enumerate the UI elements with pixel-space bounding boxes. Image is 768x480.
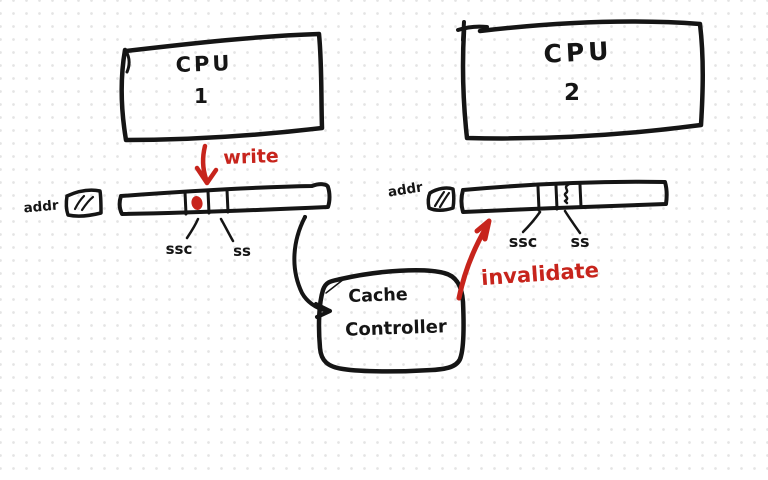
cpu1-box xyxy=(119,31,325,143)
cache1-ssc-label: ssc xyxy=(166,240,193,258)
write-arrow-icon xyxy=(194,143,219,186)
cpu2-title: CPU xyxy=(543,36,613,69)
cache1-ssc-pointer xyxy=(185,217,200,240)
cache2-invalid-mark xyxy=(563,182,571,205)
cache-controller-group: Cache Controller xyxy=(316,268,466,374)
cache1-divider-3 xyxy=(225,188,230,214)
cache-line-2-group: addr ssc ss xyxy=(387,179,669,251)
cache2-addr-box-hatched xyxy=(426,186,456,212)
cache1-addr-box-hatched xyxy=(64,188,103,218)
cache2-addr-hatch-icon xyxy=(433,190,451,209)
cache-line-1-group: addr ssc ss xyxy=(23,182,332,260)
cache1-divider-1 xyxy=(183,190,188,216)
invalidate-arrow-icon xyxy=(456,218,492,301)
cpu1-box-corner-tick xyxy=(124,49,131,74)
write-annotation: write xyxy=(194,143,279,186)
cache1-ss-pointer xyxy=(219,217,235,243)
cache2-ss-pointer xyxy=(563,209,582,235)
cpu2-group: CPU 2 xyxy=(456,19,705,141)
cache2-bar xyxy=(459,179,669,214)
cache1-written-bit-marker xyxy=(191,196,203,210)
invalidate-label: invalidate xyxy=(480,258,599,290)
cache1-addr-label: addr xyxy=(23,197,60,216)
cpu2-box xyxy=(460,19,705,141)
cache1-divider-2 xyxy=(206,189,211,215)
cache2-divider-2 xyxy=(554,184,559,211)
cache1-ss-label: ss xyxy=(233,242,251,260)
cpu2-box-corner-tick xyxy=(456,20,489,42)
cache2-divider-1 xyxy=(536,185,541,212)
cache-controller-box xyxy=(316,268,466,374)
cache-controller-line1: Cache xyxy=(348,285,408,307)
cache1-bar xyxy=(117,182,332,216)
cpu1-number: 1 xyxy=(194,84,208,108)
cpu1-title: CPU xyxy=(175,51,233,77)
cache2-addr-label: addr xyxy=(387,179,425,200)
cache2-ss-label: ss xyxy=(570,232,589,251)
controller-corner-tick xyxy=(325,278,345,294)
bus-arrow xyxy=(292,215,332,319)
cache1-addr-hatch-icon xyxy=(73,194,95,212)
cache2-ssc-label: ssc xyxy=(509,232,538,251)
cpu2-number: 2 xyxy=(564,80,580,106)
write-label: write xyxy=(223,145,279,169)
cache-controller-line2: Controller xyxy=(345,316,447,341)
cache2-divider-3 xyxy=(578,183,583,209)
cache2-ssc-pointer xyxy=(521,210,542,234)
cpu1-group: CPU 1 xyxy=(119,31,325,143)
